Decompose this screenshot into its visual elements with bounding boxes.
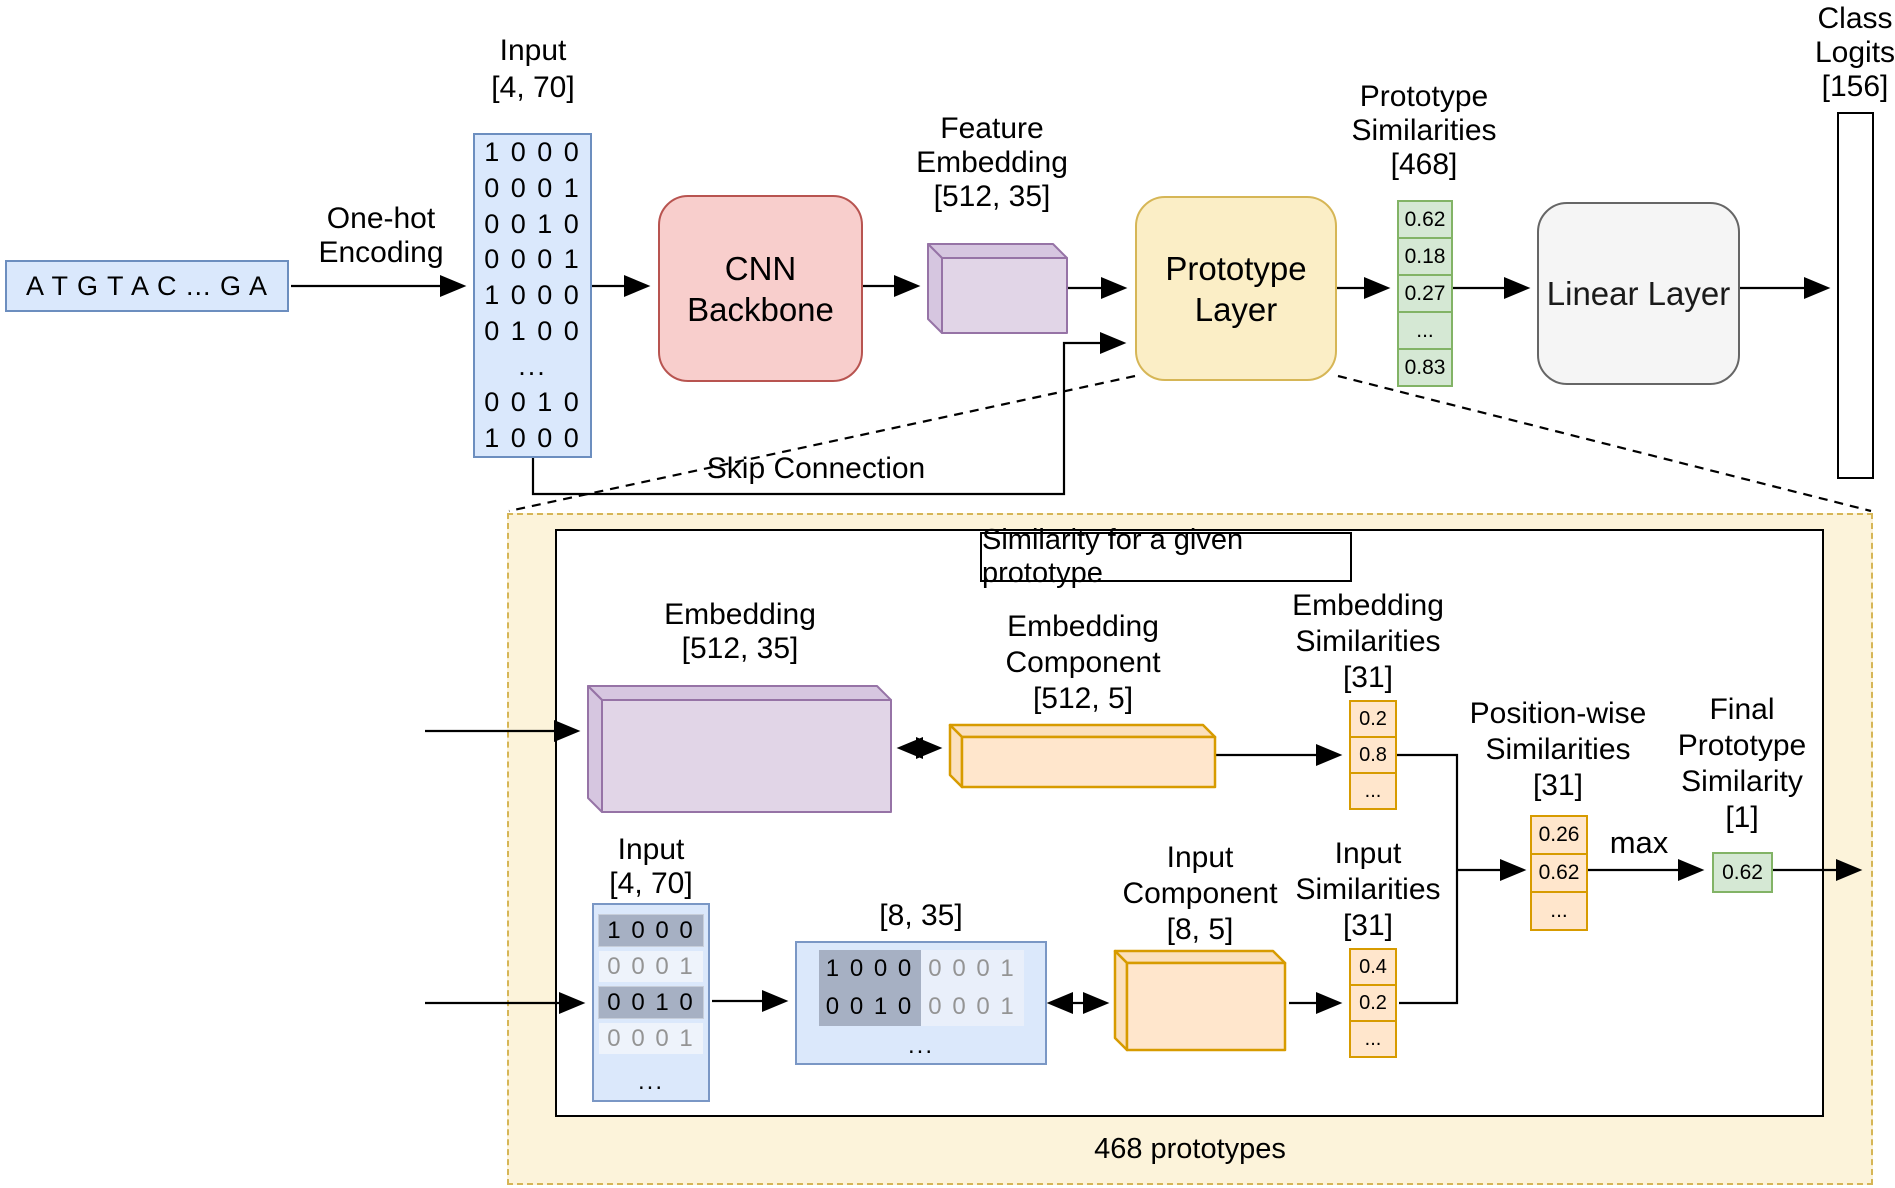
matrix-row: 0 0 0 1 [484,172,581,203]
matrix-row-highlighted: 0 0 1 0 [598,986,704,1019]
matrix-row: 0 0 1 0 [484,208,581,239]
similarity-cell: 0.62 [1397,200,1453,239]
detail-embedding-cube [587,685,892,813]
feature-embedding-cube [927,243,1068,334]
positionwise-similarities-label: Position-wise Similarities [31] [1469,697,1647,802]
embedding-similarities-label: Embedding Similarities [31] [1292,589,1444,694]
prototypes-count-label: 468 prototypes [1094,1133,1286,1165]
m835-cell-highlighted: 0 0 1 0 [818,988,921,1026]
detail-embedding-label: Embedding [512, 35] [664,598,816,665]
m835-row: 1 0 0 0 0 0 0 1 [818,950,1024,988]
similarity-bus-line [1397,753,1459,1005]
prototype-layer-node: Prototype Layer [1135,196,1337,381]
positionwise-similarities-column: 0.26 0.62 ... [1530,815,1588,931]
similarity-cell: 0.4 [1349,948,1397,986]
detail-input-label: Input [4, 70] [609,833,693,900]
dna-sequence-box: A T G T A C ... G A [5,260,289,312]
m835-cell-highlighted: 1 0 0 0 [818,950,921,988]
prototype-similarities-column: 0.62 0.18 0.27 ... 0.83 [1397,200,1453,387]
input-matrix-label: Input [4, 70] [491,34,575,104]
similarity-cell: 0.27 [1397,274,1453,313]
m835-matrix: 1 0 0 0 0 0 0 1 0 0 1 0 0 0 0 1 ... [795,941,1047,1065]
embedding-component-slab [948,723,1217,789]
similarity-cell: ... [1397,311,1453,350]
similarity-cell: ... [1530,891,1588,931]
m835-label: [8, 35] [879,899,963,932]
onehot-encoding-label: One-hot Encoding [318,202,444,269]
final-similarity-cell: 0.62 [1712,852,1773,893]
embedding-component-label: Embedding Component [512, 5] [1005,610,1161,715]
feature-embedding-label: Feature Embedding [512, 35] [916,112,1068,213]
m835-cell: 0 0 0 1 [920,988,1024,1026]
detail-input-matrix: 1 0 0 0 0 0 0 1 0 0 1 0 0 0 0 1 ... [592,903,710,1102]
input-similarities-column: 0.4 0.2 ... [1349,948,1397,1058]
similarity-cell: 0.2 [1349,984,1397,1022]
similarity-cell: ... [1349,1020,1397,1058]
prototype-similarities-label: Prototype Similarities [468] [1351,80,1497,181]
linear-layer-node: Linear Layer [1537,202,1740,385]
m835-row: 0 0 1 0 0 0 0 1 [818,988,1024,1026]
matrix-row: 1 0 0 0 [484,279,581,310]
m835-row-ellipsis: ... [907,1032,934,1059]
matrix-row-highlighted: 1 0 0 0 [598,914,704,947]
similarity-cell: ... [1349,772,1397,810]
embedding-similarities-column: 0.2 0.8 ... [1349,700,1397,810]
matrix-row: 1 0 0 0 [484,422,581,453]
skip-connection-label: Skip Connection [706,452,926,485]
input-matrix: 1 0 0 0 0 0 0 1 0 0 1 0 0 0 0 1 1 0 0 0 … [473,133,592,458]
max-label: max [1609,825,1669,860]
final-prototype-similarity-label: Final Prototype Similarity [1] [1677,693,1807,834]
m835-cell: 0 0 0 1 [920,950,1024,988]
matrix-row: 1 0 0 0 [484,137,581,168]
similarity-cell: 0.18 [1397,237,1453,276]
input-similarities-label: Input Similarities [31] [1295,837,1441,942]
class-logits-box [1837,112,1874,479]
input-component-slab [1113,949,1287,1052]
matrix-row: 0 0 1 0 [484,386,581,417]
matrix-row: ... [518,351,547,382]
matrix-row: 0 1 0 0 [484,315,581,346]
dna-sequence-text: A T G T A C ... G A [25,270,269,301]
similarity-cell: 0.62 [1530,853,1588,893]
skip-connection-line [531,332,1127,496]
input-component-label: Input Component [8, 5] [1122,841,1278,946]
matrix-row-ellipsis: ... [637,1068,664,1095]
similarity-cell: 0.83 [1397,348,1453,387]
cnn-backbone-node: CNN Backbone [658,195,863,382]
class-logits-label: Class Logits [156] [1814,2,1895,103]
similarity-cell: 0.26 [1530,815,1588,855]
matrix-row: 0 0 0 1 [599,1023,703,1054]
similarity-cell: 0.8 [1349,736,1397,774]
similarity-cell: 0.2 [1349,700,1397,738]
detail-title-box: Similarity for a given prototype [980,524,1352,589]
zoom-guide-right [1337,374,1872,513]
zoom-guide-left [508,374,1136,513]
matrix-row: 0 0 0 1 [484,244,581,275]
matrix-row: 0 0 0 1 [599,951,703,982]
